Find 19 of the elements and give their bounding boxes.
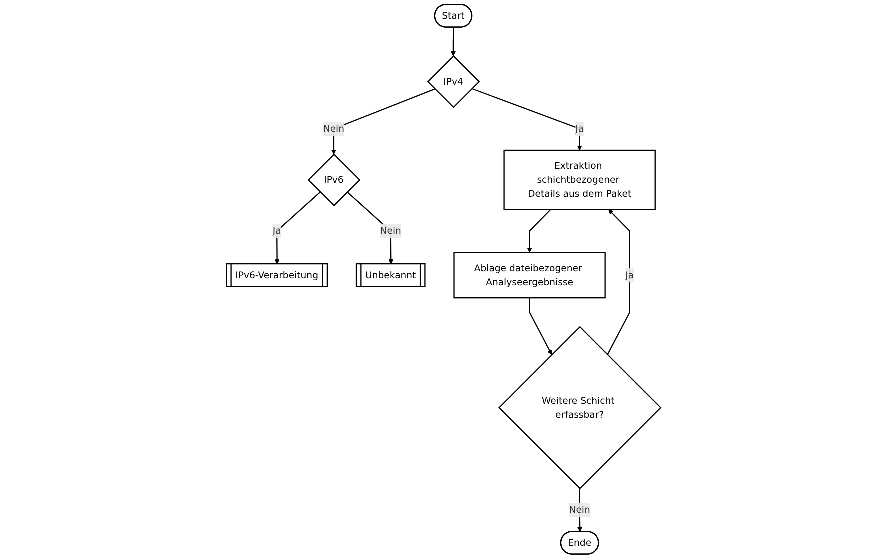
arrow	[472, 88, 583, 151]
edge-label: Ja	[273, 225, 282, 237]
arrow	[451, 28, 456, 57]
node-box: Ablage dateibezogener Analyseergebnisse	[454, 252, 606, 299]
arrow	[332, 88, 436, 155]
edge-label: Ja	[626, 270, 634, 281]
node-box: Extraktion schichtbezogener Details aus dem Paket	[504, 150, 656, 210]
node-diamond: IPv4	[428, 56, 480, 108]
edge-label: Nein	[380, 225, 402, 237]
arrow	[274, 192, 322, 265]
arrow	[347, 192, 394, 265]
arrow	[529, 298, 552, 356]
edge-label: Nein	[324, 123, 345, 134]
node-diamond: IPv6	[308, 154, 361, 207]
arrow	[607, 210, 631, 356]
edge-label: Ja	[576, 123, 584, 134]
edge-label: Nein	[569, 504, 591, 516]
node-diamond: Weitere Schicht erfassbar?	[498, 326, 662, 490]
arrow	[527, 209, 552, 253]
